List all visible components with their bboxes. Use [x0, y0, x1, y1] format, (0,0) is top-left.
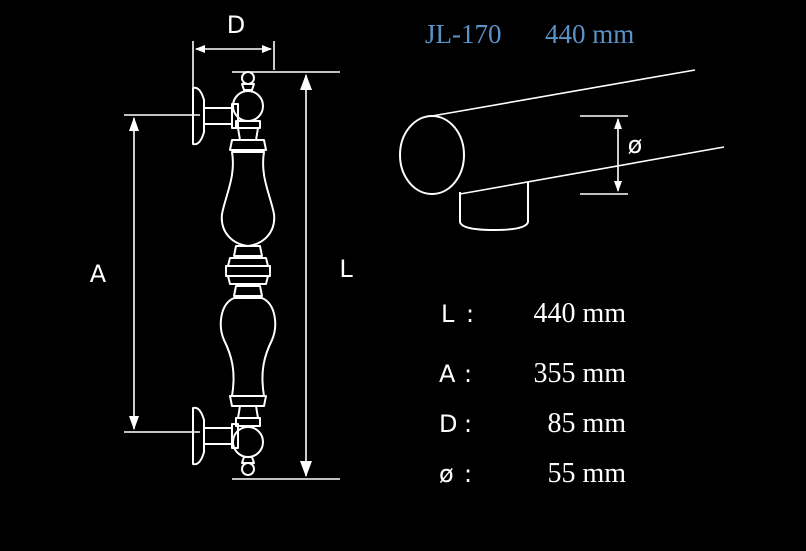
- length-arrow-bottom: [300, 461, 312, 477]
- top-collar-1: [235, 120, 261, 129]
- bottom-collar-1: [229, 395, 267, 407]
- center-arrow-top: [129, 117, 139, 131]
- bottom-finial-neck: [241, 456, 255, 464]
- top-finial-neck: [241, 83, 255, 91]
- spec-key: D: [439, 410, 457, 438]
- center-label: A: [90, 260, 107, 288]
- bottom-post: [203, 427, 233, 445]
- top-post: [203, 107, 233, 125]
- spec-row: A : 355 mm: [439, 358, 626, 389]
- top-rosette: [192, 86, 205, 146]
- spec-key: A: [439, 360, 456, 388]
- tube-bottom-edge: [459, 146, 725, 195]
- length-label: L: [339, 255, 353, 283]
- bottom-collar-3: [235, 417, 261, 427]
- middle-band-2: [225, 265, 271, 277]
- upper-vase: [220, 151, 276, 247]
- spec-colon: :: [464, 460, 472, 488]
- diameter-arrow-bottom: [614, 181, 622, 192]
- spec-list: L : 440 mm A : 355 mm D : 85 mm ø : 55 m…: [439, 298, 626, 489]
- diameter-label: ø: [628, 131, 643, 159]
- upper-vase-base: [233, 245, 263, 257]
- spec-row: L : 440 mm: [441, 298, 626, 329]
- lower-vase-top: [233, 285, 263, 297]
- spec-value: 440 mm: [533, 298, 626, 329]
- tube-end-face: [399, 115, 465, 195]
- top-finial: [241, 71, 255, 85]
- top-collar-3: [229, 139, 267, 151]
- bottom-rosette: [192, 406, 205, 466]
- bottom-post-collar: [231, 423, 239, 449]
- tube-section-view: ø: [399, 69, 725, 231]
- depth-label: D: [227, 11, 245, 39]
- lower-vase: [219, 297, 277, 397]
- spec-value: 355 mm: [533, 358, 626, 389]
- depth-arrow-right: [262, 45, 272, 53]
- spec-colon: :: [466, 300, 474, 328]
- middle-band-3: [227, 275, 269, 285]
- depth-dimension: D: [192, 11, 275, 100]
- length-arrow-top: [300, 74, 312, 90]
- spec-value: 85 mm: [547, 408, 626, 439]
- center-dimension: A: [90, 114, 200, 433]
- spec-colon: :: [464, 360, 472, 388]
- bottom-finial: [241, 462, 255, 476]
- spec-row: ø : 55 mm: [439, 458, 626, 489]
- tube-top-edge: [431, 69, 696, 117]
- middle-band-1: [227, 257, 269, 267]
- handle-side-view: [192, 71, 277, 476]
- top-collar-2: [237, 127, 259, 141]
- model-length: 440 mm: [545, 19, 634, 49]
- model-number: JL-170: [425, 19, 502, 49]
- spec-row: D : 85 mm: [439, 408, 626, 439]
- spec-key: ø: [439, 460, 454, 488]
- spec-colon: :: [464, 410, 472, 438]
- bottom-collar-2: [237, 405, 259, 419]
- diameter-arrow-top: [614, 118, 622, 129]
- center-arrow-bottom: [129, 416, 139, 430]
- spec-key: L: [441, 300, 455, 328]
- tube-mount-post: [459, 182, 529, 231]
- depth-arrow-left: [195, 45, 205, 53]
- spec-value: 55 mm: [547, 458, 626, 489]
